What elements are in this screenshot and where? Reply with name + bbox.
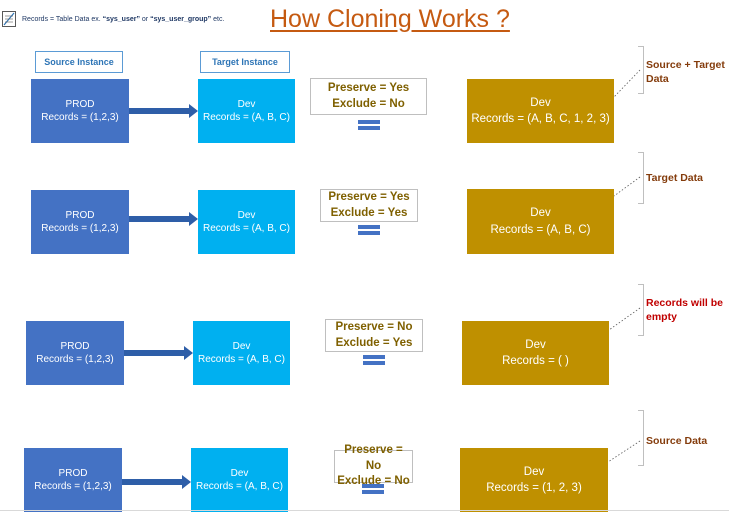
note-table-1: “sys_user” bbox=[102, 16, 140, 23]
result-box: Dev Records = ( ) bbox=[462, 321, 609, 385]
clone-options-box: Preserve = No Exclude = Yes bbox=[325, 319, 423, 352]
preserve-setting: Preserve = No bbox=[344, 443, 403, 472]
target-records: Records = (A, B, C) bbox=[203, 112, 290, 123]
target-records: Records = (A, B, C) bbox=[203, 223, 290, 234]
clone-options-box: Preserve = No Exclude = No bbox=[334, 444, 413, 487]
preserve-setting: Preserve = Yes bbox=[328, 190, 410, 203]
source-name: PROD bbox=[65, 98, 95, 110]
target-instance-header: Target Instance bbox=[200, 51, 290, 73]
source-records: Records = (1,2,3) bbox=[36, 354, 114, 365]
label-bracket bbox=[638, 46, 644, 94]
source-name: PROD bbox=[58, 467, 88, 479]
result-box: Dev Records = (1, 2, 3) bbox=[460, 448, 608, 512]
flow-arrow-2 bbox=[129, 212, 198, 226]
label-connector-4 bbox=[607, 440, 641, 463]
target-records: Records = (A, B, C) bbox=[196, 481, 283, 492]
target-box: Dev Records = (A, B, C) bbox=[193, 321, 290, 385]
target-name: Dev bbox=[232, 340, 251, 352]
preserve-setting: Preserve = Yes bbox=[327, 81, 410, 94]
records-note: Records = Table Data ex. “sys_user” or “… bbox=[22, 16, 224, 23]
source-records: Records = (1,2,3) bbox=[41, 112, 119, 123]
target-name: Dev bbox=[237, 98, 256, 110]
label-connector-2 bbox=[613, 176, 641, 197]
target-box: Dev Records = (A, B, C) bbox=[198, 190, 295, 254]
result-records: Records = (A, B, C) bbox=[490, 223, 591, 236]
exclude-setting: Exclude = Yes bbox=[330, 206, 408, 219]
result-records: Records = ( ) bbox=[502, 355, 569, 367]
result-records: Records = (A, B, C, 1, 2, 3) bbox=[471, 113, 610, 125]
exclude-setting: Exclude = No bbox=[332, 97, 405, 110]
target-box: Dev Records = (A, B, C) bbox=[191, 448, 288, 512]
preserve-setting: Preserve = No bbox=[335, 320, 413, 333]
note-icon bbox=[2, 11, 16, 27]
clone-options-box: Preserve = Yes Exclude = No bbox=[310, 78, 427, 115]
outcome-label: Source Data bbox=[646, 435, 708, 447]
label-connector-3 bbox=[608, 307, 641, 331]
label-bracket bbox=[638, 410, 644, 466]
source-box: PROD Records = (1,2,3) bbox=[24, 448, 122, 512]
result-box: Dev Records = (A, B, C) bbox=[467, 189, 614, 254]
flow-arrow-1 bbox=[129, 104, 198, 118]
note-suffix: etc. bbox=[211, 16, 225, 23]
source-records: Records = (1,2,3) bbox=[41, 223, 119, 234]
result-name: Dev bbox=[530, 96, 551, 109]
label-bracket bbox=[638, 152, 644, 204]
flow-arrow-3 bbox=[124, 346, 193, 360]
note-table-2: “sys_user_group” bbox=[150, 16, 212, 23]
result-name: Dev bbox=[530, 207, 551, 220]
exclude-setting: Exclude = Yes bbox=[335, 336, 413, 349]
bottom-divider bbox=[0, 510, 729, 511]
result-name: Dev bbox=[523, 465, 545, 478]
label-connector-1 bbox=[613, 69, 641, 98]
page-title: How Cloning Works ? bbox=[270, 5, 510, 33]
source-box: PROD Records = (1,2,3) bbox=[31, 190, 129, 254]
flow-arrow-4 bbox=[122, 475, 191, 489]
outcome-label: Target Data bbox=[646, 172, 703, 184]
outcome-label: Source + Target Data bbox=[646, 59, 725, 86]
source-name: PROD bbox=[60, 340, 90, 352]
source-name: PROD bbox=[65, 209, 95, 221]
clone-options-box: Preserve = Yes Exclude = Yes bbox=[320, 189, 418, 222]
source-records: Records = (1,2,3) bbox=[34, 481, 112, 492]
target-name: Dev bbox=[230, 467, 249, 479]
equals-sign bbox=[362, 483, 384, 495]
target-name: Dev bbox=[237, 209, 256, 221]
source-box: PROD Records = (1,2,3) bbox=[26, 321, 124, 385]
source-instance-header: Source Instance bbox=[35, 51, 123, 73]
note-text: Records = Table Data ex. bbox=[22, 16, 103, 23]
target-records: Records = (A, B, C) bbox=[198, 354, 285, 365]
outcome-label: Records will be empty bbox=[646, 297, 724, 324]
equals-sign bbox=[358, 224, 380, 236]
label-bracket bbox=[638, 284, 644, 336]
equals-sign bbox=[358, 119, 380, 131]
note-or: or bbox=[139, 16, 151, 23]
equals-sign bbox=[363, 354, 385, 366]
target-box: Dev Records = (A, B, C) bbox=[198, 79, 295, 143]
exclude-setting: Exclude = No bbox=[337, 475, 410, 488]
result-name: Dev bbox=[525, 338, 546, 351]
source-box: PROD Records = (1,2,3) bbox=[31, 79, 129, 143]
result-box: Dev Records = (A, B, C, 1, 2, 3) bbox=[467, 79, 614, 143]
result-records: Records = (1, 2, 3) bbox=[486, 482, 582, 494]
